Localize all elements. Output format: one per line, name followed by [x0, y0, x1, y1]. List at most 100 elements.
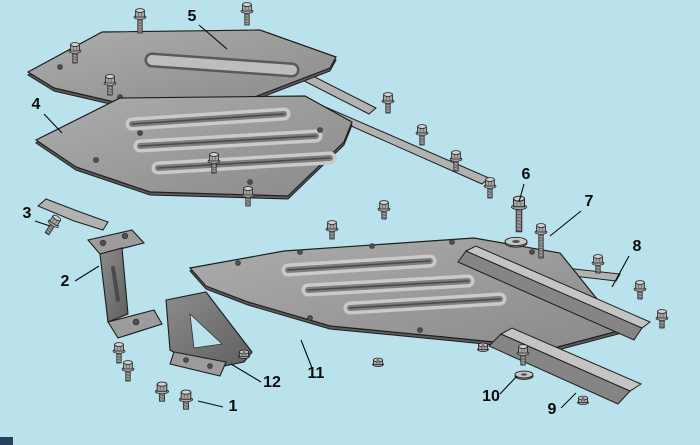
callout-leader-line: [499, 375, 518, 395]
callout-leader-line: [560, 392, 577, 409]
l-bracket-hole: [121, 232, 129, 240]
washer-fastener: [514, 370, 534, 380]
rib-slot: [307, 280, 469, 291]
bolt-fastener: [534, 223, 548, 259]
gusset-cutout: [189, 312, 223, 349]
angle-strip-upper: [457, 245, 651, 341]
bolt-fastener: [112, 342, 126, 364]
bolt-fastener: [483, 177, 497, 199]
callout-leader-line: [300, 339, 313, 369]
callout-label: 9: [548, 401, 557, 418]
bolt-fastener: [415, 124, 429, 146]
rib-slot: [287, 260, 431, 271]
gusset-foot: [169, 351, 227, 377]
gusset-hole: [207, 363, 213, 369]
callout-leader-line: [43, 113, 63, 134]
small-mount-strip-face: [37, 198, 109, 231]
callout-leader-line: [230, 363, 262, 383]
rib-slot: [349, 298, 501, 309]
bolt-fastener: [68, 42, 82, 64]
callout-leader-line: [34, 220, 51, 227]
corner-artifact: [0, 437, 13, 445]
callout-label: 6: [522, 166, 531, 183]
callout-2: 2: [61, 265, 100, 290]
callout-label: 8: [633, 238, 642, 255]
bolt-fastener: [207, 152, 221, 174]
middle-plate-hole: [247, 179, 253, 185]
callout-label: 7: [585, 193, 594, 210]
middle-plate-hole: [93, 157, 99, 163]
callout-12: 12: [230, 363, 281, 391]
callout-label: 11: [308, 365, 325, 382]
callout-label: 12: [263, 374, 281, 391]
angle-strip-upper-face: [464, 245, 651, 329]
gusset-hole: [183, 357, 189, 363]
nut-fastener: [238, 349, 250, 359]
middle-plate-hole: [137, 130, 143, 136]
bolt-fastener: [381, 92, 395, 114]
l-bracket-slot: [111, 266, 120, 302]
nut-fastener: [372, 357, 384, 367]
angle-strip-lower-face: [499, 327, 643, 392]
skid-plate-hole: [297, 249, 303, 255]
l-bracket-top-flange: [86, 229, 146, 255]
bolt-fastener: [103, 74, 117, 96]
bolt-fastener: [655, 309, 669, 329]
skid-plate-hole: [235, 260, 241, 266]
middle-plate: [34, 95, 353, 200]
small-mount-strip: [37, 198, 109, 231]
skid-plate-hole: [529, 249, 535, 255]
callout-10: 10: [482, 375, 518, 405]
callout-7: 7: [549, 193, 594, 237]
skid-plate-hole: [307, 315, 313, 321]
bolt-fastener: [133, 8, 147, 34]
bolt-fastener: [591, 254, 605, 274]
callout-label: 4: [32, 96, 41, 113]
callout-8: 8: [611, 238, 642, 288]
callout-4: 4: [32, 96, 63, 134]
l-bracket-hole: [132, 318, 140, 326]
bolt-fastener: [377, 200, 391, 220]
callout-leader-line: [198, 24, 228, 50]
skid-plate-hole: [369, 243, 375, 249]
callout-leader-line: [518, 183, 525, 203]
middle-plate-hole: [317, 127, 323, 133]
bolt-fastener: [511, 195, 527, 233]
callout-label: 5: [188, 8, 197, 25]
rib-slot: [157, 157, 331, 169]
gusset-bracket-face: [165, 291, 253, 371]
callout-leader-line: [611, 255, 630, 288]
callout-leader-line: [549, 210, 582, 237]
callout-5: 5: [188, 8, 228, 50]
bolt-fastener: [155, 381, 169, 402]
callout-label: 2: [61, 273, 70, 290]
washer-fastener: [504, 236, 528, 248]
callout-1: 1: [197, 398, 238, 415]
gusset-bracket: [165, 291, 253, 377]
callout-leader-line: [197, 400, 224, 408]
callout-label: 1: [229, 398, 238, 415]
nut-fastener: [577, 395, 589, 405]
bolt-fastener: [44, 214, 62, 236]
top-plate: [26, 29, 337, 110]
skid-plate-hole: [449, 239, 455, 245]
top-plate-hole: [57, 64, 63, 70]
fasteners-layer: [44, 2, 669, 410]
callout-leader-line: [74, 265, 100, 282]
rib-slot: [131, 113, 285, 125]
skid-plate-hole: [417, 327, 423, 333]
bolt-fastener: [121, 360, 135, 382]
callout-11: 11: [300, 339, 325, 382]
callout-label: 3: [23, 205, 32, 222]
l-bracket: [86, 229, 163, 339]
bolt-fastener: [241, 186, 255, 207]
bolt-fastener: [240, 2, 254, 26]
callout-6: 6: [518, 166, 531, 203]
bolt-fastener: [179, 389, 193, 410]
top-plate-opening-inner: [147, 55, 297, 75]
bolt-fastener: [325, 220, 339, 240]
callout-label: 10: [482, 388, 500, 405]
bolt-fastener: [633, 280, 647, 300]
